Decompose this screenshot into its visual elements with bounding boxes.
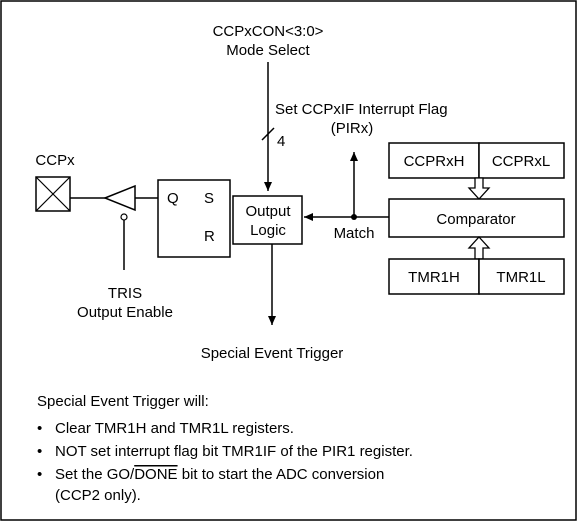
note-bullet-2: •: [37, 443, 42, 460]
tristate-buffer-icon: [102, 184, 136, 270]
note-item-1: Clear TMR1H and TMR1L registers.: [55, 420, 294, 437]
output-logic-label-line2: Logic: [250, 222, 286, 239]
output-logic-block: [232, 195, 303, 245]
latch-s-label: S: [204, 190, 214, 207]
tmr1h-label: TMR1H: [408, 269, 460, 286]
mode-select-label-line2: Mode Select: [226, 42, 310, 59]
sr-latch: [157, 179, 231, 258]
ccpx-pin-label: CCPx: [35, 152, 75, 169]
note-item-3-line2: (CCP2 only).: [55, 487, 141, 504]
special-event-trigger-label: Special Event Trigger: [201, 345, 344, 362]
note-bullet-3: •: [37, 466, 42, 483]
ccprxl-register: [478, 142, 565, 179]
interrupt-flag-label-line2: (PIRx): [331, 120, 374, 137]
tmr1l-label: TMR1L: [496, 269, 545, 286]
ccprxh-label: CCPRxH: [404, 153, 465, 170]
note-item-3-suffix: bit to start the ADC conversion: [178, 466, 385, 483]
ccpx-pin-icon: [35, 176, 71, 212]
note-item-3: Set the GO/DONE bit to start the ADC con…: [55, 466, 384, 483]
ccprxh-register: [388, 142, 480, 179]
register-to-comparator-arrow: [467, 177, 491, 200]
tmr1h-register: [388, 258, 480, 295]
comparator-block: [388, 198, 565, 238]
tmr1l-register: [478, 258, 565, 295]
comparator-label: Comparator: [436, 211, 515, 228]
latch-q-label: Q: [167, 190, 179, 207]
interrupt-flag-label-line1: Set CCPxIF Interrupt Flag: [275, 101, 448, 118]
latch-r-label: R: [204, 228, 215, 245]
bus-width-label: 4: [277, 133, 285, 150]
tris-label-line1: TRIS: [108, 285, 142, 302]
bus-width-slash: [261, 127, 275, 141]
output-logic-label-line1: Output: [245, 203, 291, 220]
ccprxl-label: CCPRxL: [492, 153, 550, 170]
notes-heading: Special Event Trigger will:: [37, 393, 209, 410]
tris-label-line2: Output Enable: [77, 304, 173, 321]
note-item-3-done: DONE: [134, 466, 177, 483]
match-label: Match: [334, 225, 375, 242]
note-item-3-prefix: Set the GO/: [55, 466, 135, 483]
note-bullet-1: •: [37, 420, 42, 437]
mode-select-label-line1: CCPxCON<3:0>: [213, 23, 324, 40]
note-item-2: NOT set interrupt flag bit TMR1IF of the…: [55, 443, 413, 460]
